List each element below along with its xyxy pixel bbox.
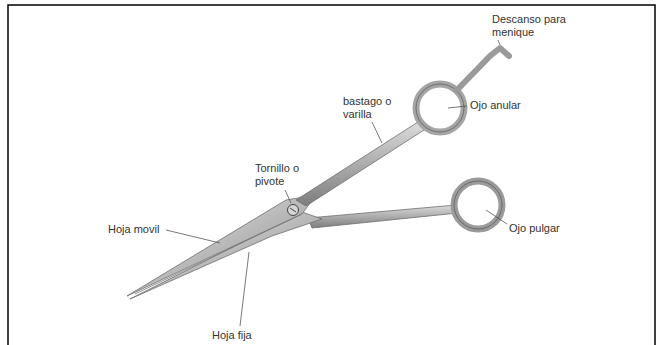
part-label: Tornillo o pivote — [255, 162, 311, 188]
part-label: Ojo pulgar — [509, 222, 560, 235]
upper-shank — [296, 122, 424, 206]
pivot-slot — [290, 208, 296, 212]
part-label: bastago o varilla — [343, 95, 401, 121]
leader-line — [166, 230, 220, 243]
thumb-ring — [454, 181, 502, 229]
part-label: Ojo anular — [470, 99, 521, 112]
pivot-screw — [288, 205, 299, 216]
part-label: Hoja movil — [108, 223, 159, 236]
leader-line — [486, 210, 507, 224]
movable-blade — [127, 195, 316, 296]
part-label: Descanso para menique — [492, 13, 574, 39]
leader-line — [372, 122, 382, 143]
leader-line — [498, 40, 500, 45]
blade-edge — [135, 214, 302, 294]
thumb-ring-edge — [454, 181, 502, 229]
leader-line — [240, 252, 249, 326]
finger-rest — [457, 48, 509, 90]
leader-line — [285, 190, 291, 203]
lower-shank — [308, 205, 458, 228]
leader-line — [448, 106, 467, 108]
frame — [8, 5, 655, 345]
part-label: Hoja fija — [212, 329, 252, 342]
